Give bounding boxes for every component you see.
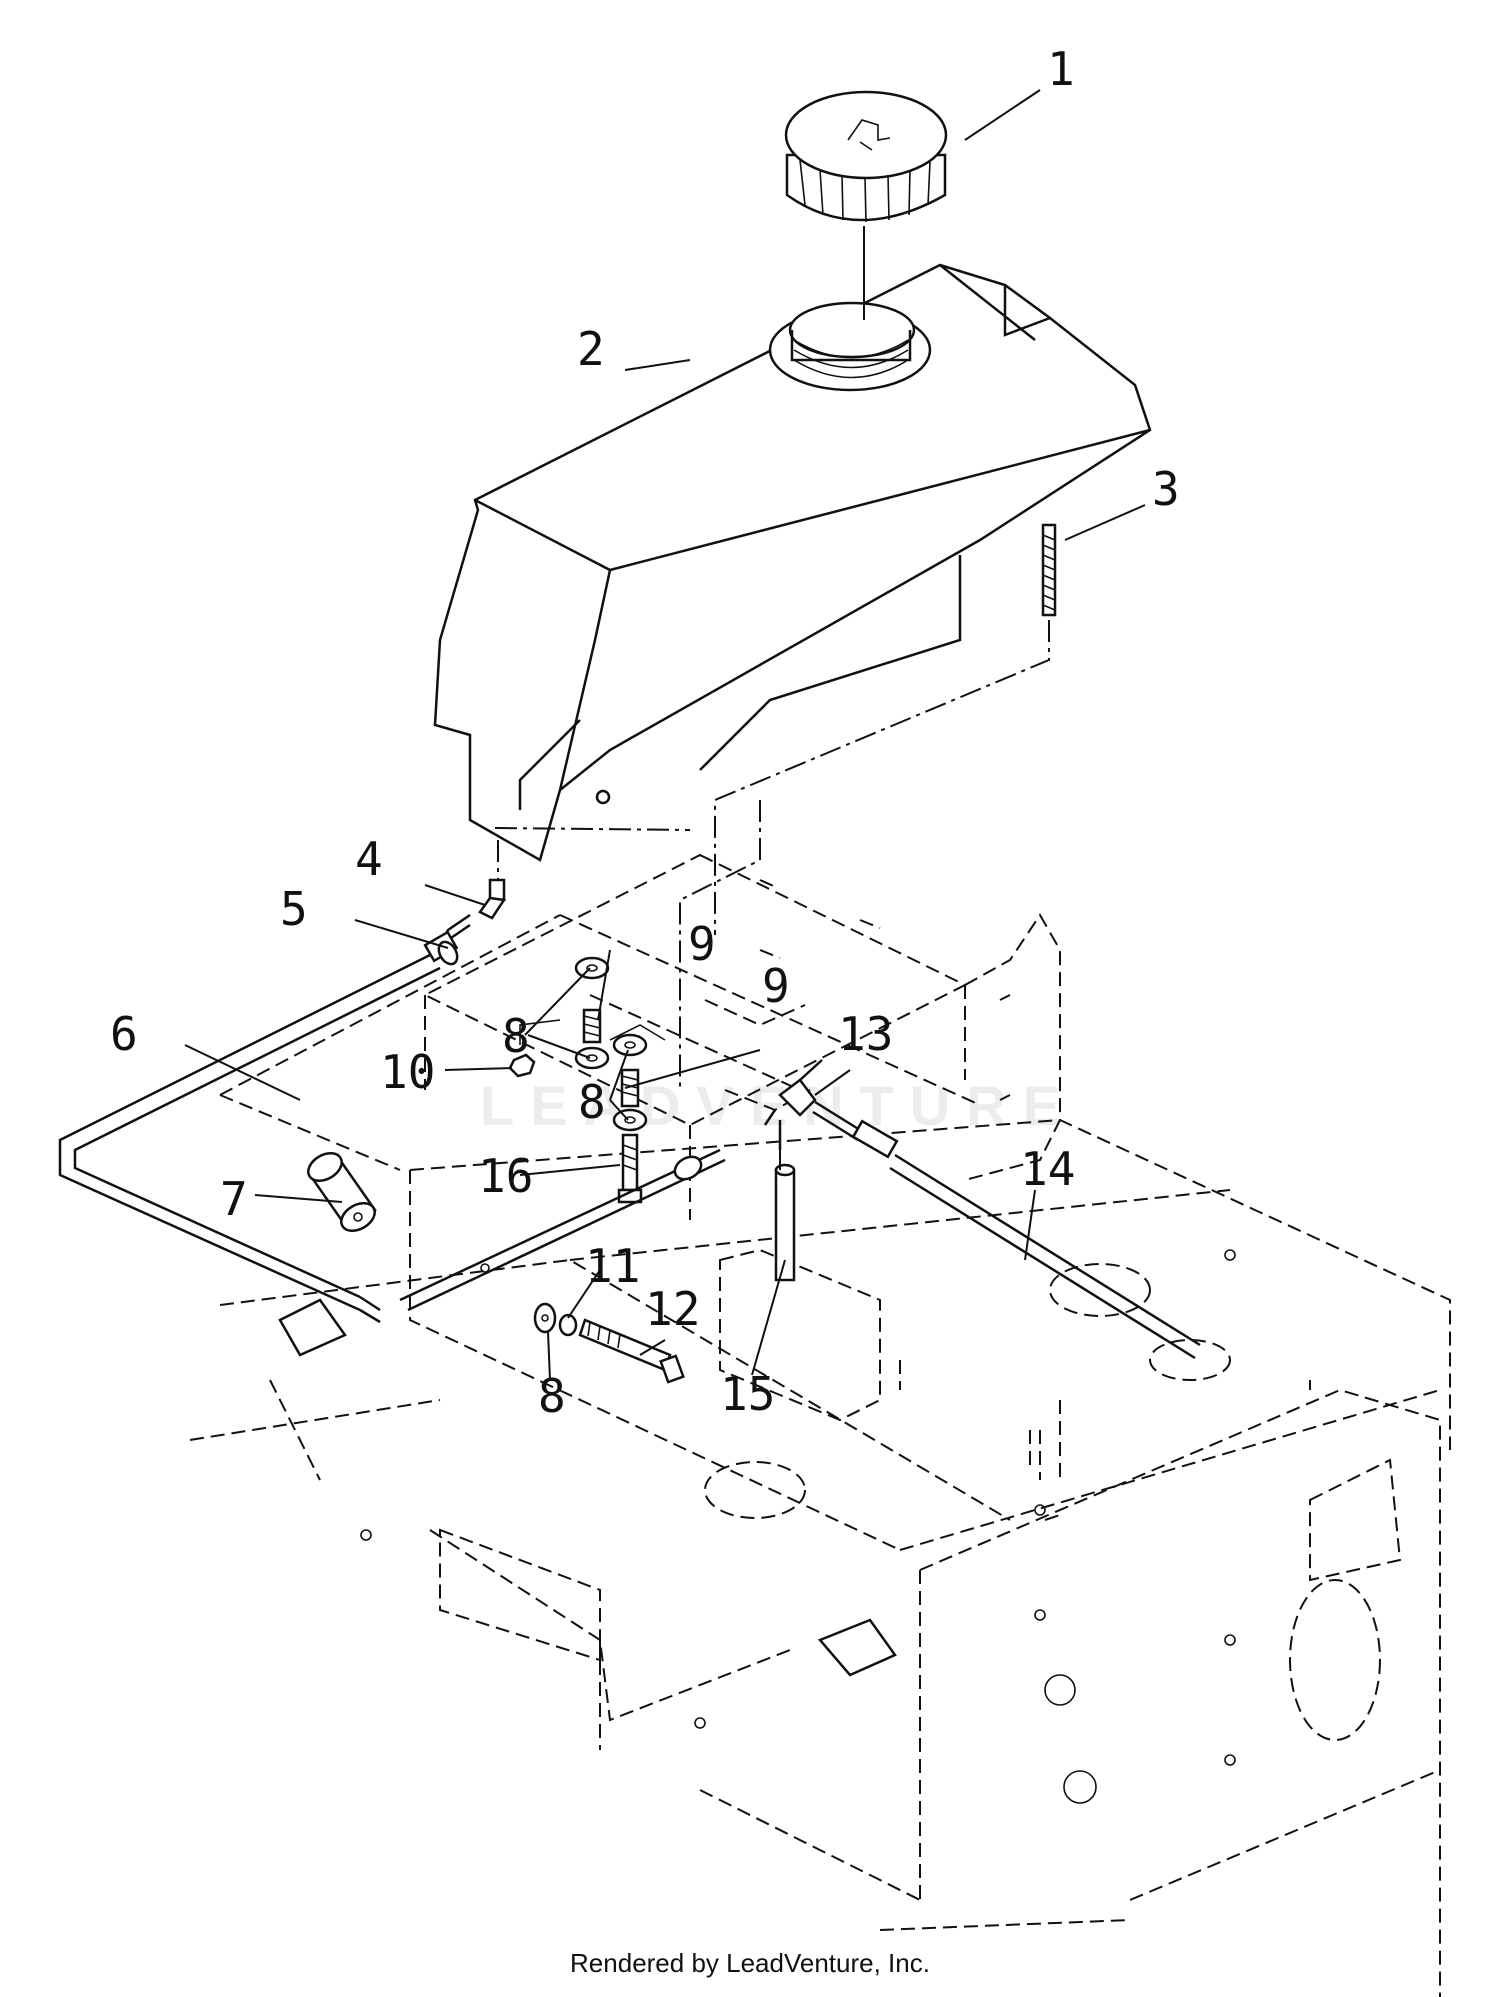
callout-5: 5	[280, 882, 308, 936]
footer-credit: Rendered by LeadVenture, Inc.	[570, 1948, 930, 1978]
fuel-line	[58, 913, 471, 1324]
callout-3: 3	[1152, 462, 1180, 516]
callout-7: 7	[220, 1172, 248, 1226]
fuel-tank	[433, 263, 1152, 862]
watermark: LEADVENTURE	[480, 1074, 1076, 1137]
callout-13: 13	[838, 1007, 893, 1061]
callout-labels: 1 2 3 4 5 6 7 8 8 8 9 9 10 11 12 13 14 1…	[110, 42, 1180, 1423]
fuel-filter	[307, 1152, 377, 1232]
long-rod	[399, 1148, 726, 1312]
fuel-cap	[784, 90, 948, 320]
elbow-fitting	[478, 840, 507, 920]
callout-6: 6	[110, 1007, 138, 1061]
shutoff-valve-and-line	[763, 1059, 1201, 1360]
mounting-stud	[679, 523, 1057, 1090]
callout-15: 15	[720, 1367, 775, 1421]
callout-10: 10	[380, 1045, 435, 1099]
bottom-hardware	[533, 1302, 685, 1384]
frame-assembly	[189, 853, 1451, 1997]
callout-14: 14	[1020, 1142, 1075, 1196]
callout-16: 16	[478, 1149, 533, 1203]
callout-12: 12	[645, 1282, 700, 1336]
callout-11: 11	[585, 1239, 640, 1293]
callout-4: 4	[355, 832, 383, 886]
callout-9b: 9	[762, 959, 790, 1013]
callout-1: 1	[1047, 42, 1075, 96]
callout-8c: 8	[538, 1369, 566, 1423]
callout-9a: 9	[688, 917, 716, 971]
callout-8a: 8	[502, 1009, 530, 1063]
callout-2: 2	[577, 322, 605, 376]
leader-lines	[184, 89, 1146, 1381]
callout-8b: 8	[578, 1075, 606, 1129]
washers-and-spacers	[508, 956, 666, 1204]
